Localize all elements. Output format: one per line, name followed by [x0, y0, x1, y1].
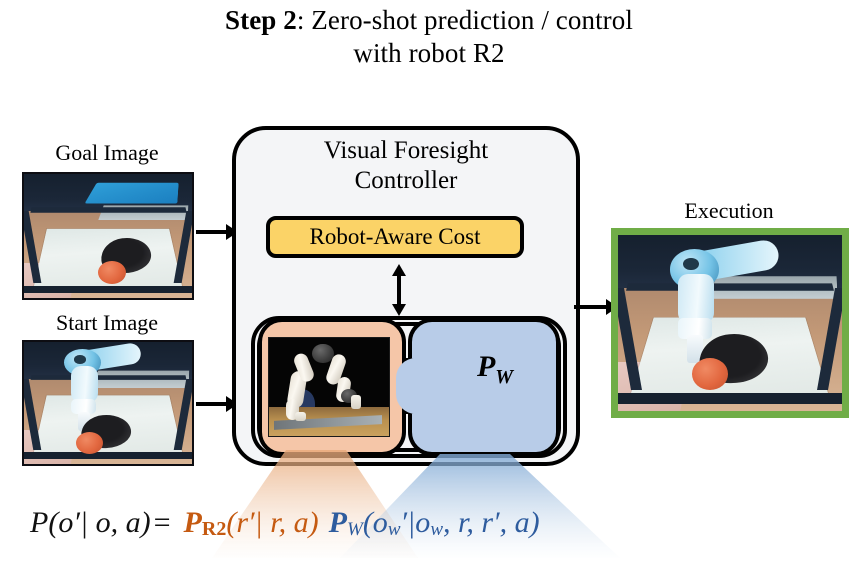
equation-world-open: (o	[362, 506, 388, 539]
robot-arm-marker	[682, 257, 699, 271]
world-model-label: PW	[440, 350, 550, 389]
start-image-photo	[22, 340, 194, 466]
equation-world-mid: |o	[407, 506, 431, 539]
cone-world-model	[340, 454, 620, 558]
controller-title-line-2: Controller	[354, 167, 458, 194]
scene-rail-front	[24, 285, 192, 294]
lab-scene	[269, 338, 389, 436]
kuka-base-mount	[295, 412, 307, 422]
equation-robot-subscript: R2	[201, 518, 227, 540]
equation-world-prime: ′	[400, 506, 408, 539]
execution-label: Execution	[684, 198, 774, 223]
highlight-cones	[212, 450, 620, 558]
robot-arm-forearm	[71, 366, 98, 403]
step-label: Step 2	[225, 5, 297, 35]
goal-image-label: Goal Image	[55, 140, 159, 165]
equation-robot-args: (r′| r, a)	[226, 506, 319, 539]
equation-lhs-p: P	[30, 506, 49, 539]
figure-title: Step 2: Zero-shot prediction / control w…	[0, 4, 858, 70]
scene-rail-front	[24, 451, 192, 460]
start-scene	[24, 342, 192, 464]
robot-aware-cost-label: Robot-Aware Cost	[309, 224, 481, 249]
world-model-p: P	[476, 350, 496, 383]
robot-aware-cost-box[interactable]: Robot-Aware Cost	[266, 216, 524, 258]
equation-world-rest: , r, r′, a)	[443, 506, 540, 539]
plush-head	[97, 260, 127, 285]
equation-world-p: P	[328, 506, 347, 539]
robot-arm-wrist	[71, 399, 97, 414]
kuka-elbow-joint	[312, 343, 334, 364]
robot-arm-wrist	[678, 317, 713, 339]
equation-world-subscript: W	[346, 519, 363, 540]
kuka-end-effector	[350, 394, 362, 409]
execution-photo	[611, 228, 849, 418]
equation-equals: =	[153, 506, 171, 539]
robot-arm-marker	[74, 355, 87, 364]
model-shell-outer	[251, 316, 567, 458]
plush-head	[76, 432, 103, 455]
title-line-2: with robot R2	[353, 37, 505, 68]
scene-rail-back	[30, 375, 186, 381]
scene-rail-front	[618, 393, 842, 404]
world-model-subscript: W	[495, 366, 514, 388]
controller-title: Visual Foresight Controller	[232, 136, 580, 196]
goal-image-photo	[22, 172, 194, 300]
execution-scene	[618, 235, 842, 411]
goal-scene	[24, 174, 192, 298]
scene-rail-back	[30, 207, 186, 213]
arrow-up-down-icon	[392, 264, 406, 316]
scene-blue-panel	[84, 182, 180, 204]
scene-rail-back	[625, 282, 834, 291]
robot-model-photo	[268, 337, 390, 437]
robot-arm-gripper	[77, 411, 90, 432]
title-line-1: Step 2: Zero-shot prediction / control	[0, 4, 858, 37]
start-image-label: Start Image	[55, 310, 159, 335]
robot-arm-forearm	[678, 273, 715, 323]
equation-world-sub2: w	[430, 519, 443, 540]
equation-lhs-args: (o′| o, a)	[48, 506, 151, 539]
equation-robot-p: P	[183, 506, 202, 539]
equation-world-sub1: w	[387, 519, 401, 540]
world-model-notch	[396, 358, 436, 414]
plush-head	[691, 358, 728, 390]
factorization-equation: P(o′| o, a)=PR2(r′| r, a)PW(ow′|ow, r, r…	[30, 506, 540, 541]
title-line-1-rest: : Zero-shot prediction / control	[296, 5, 633, 35]
controller-title-line-1: Visual Foresight	[323, 137, 489, 164]
